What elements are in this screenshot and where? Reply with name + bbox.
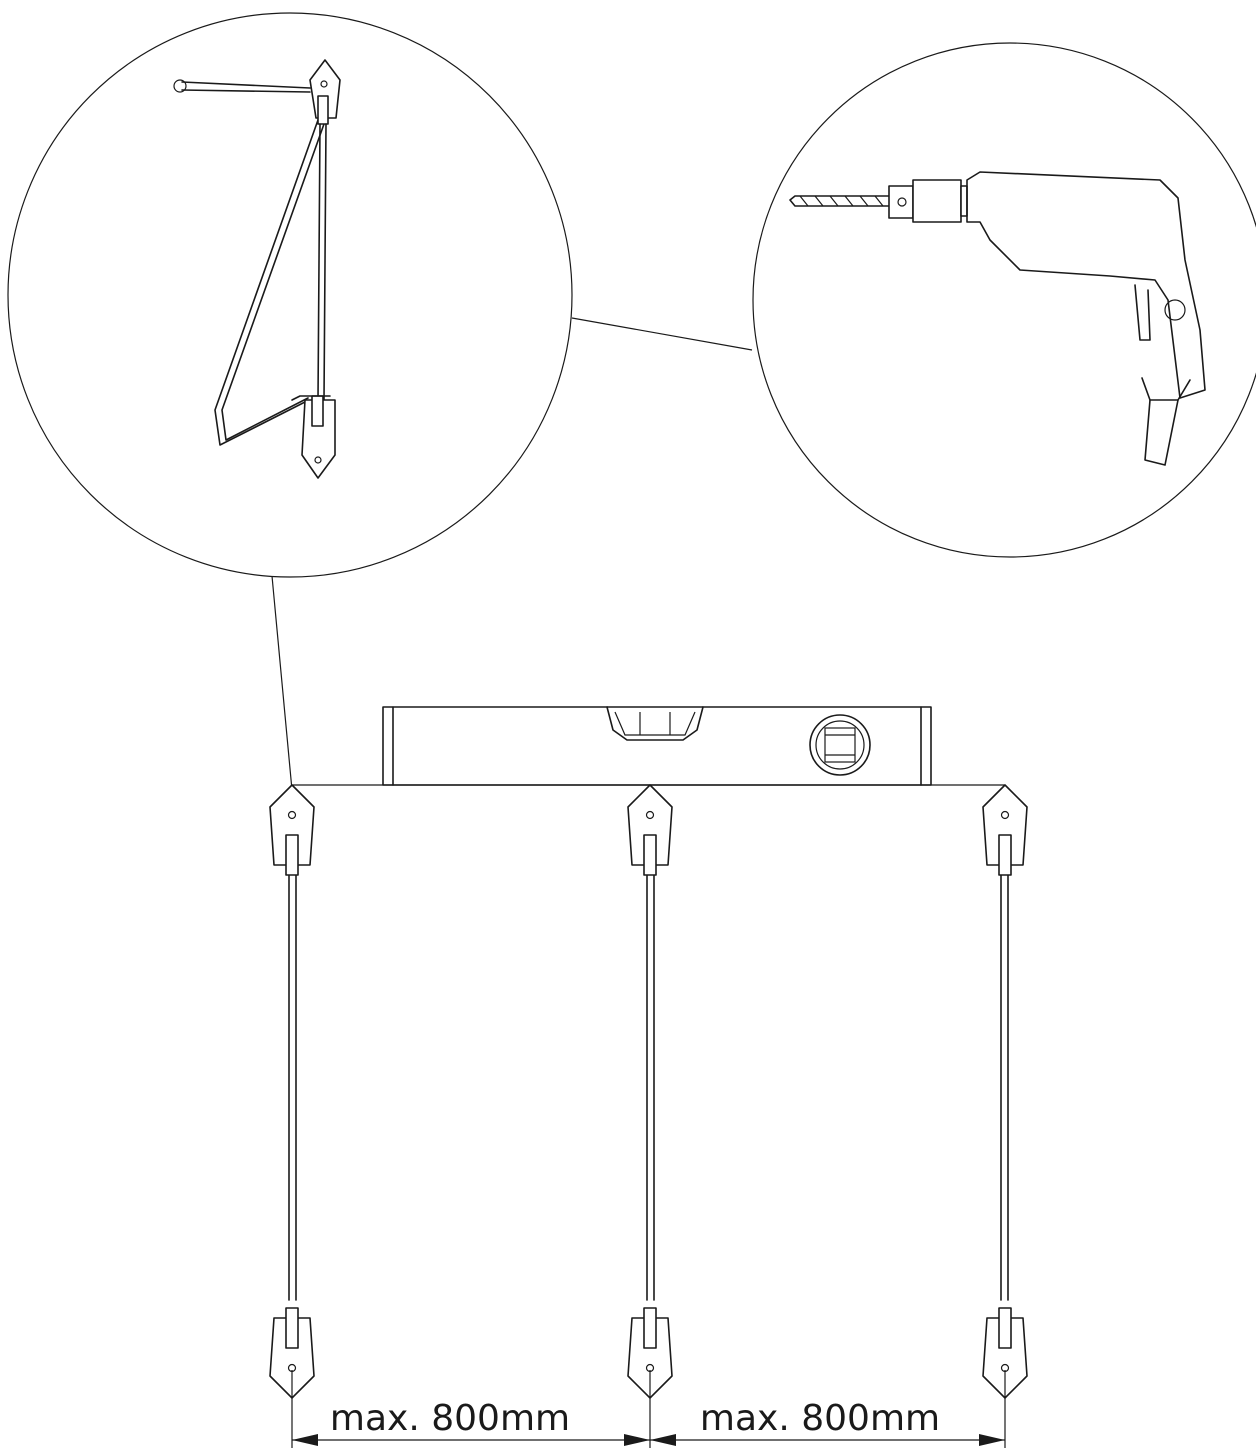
dimension-left: max. 800mm <box>292 1398 650 1446</box>
spirit-level <box>382 706 932 786</box>
dimension-right: max. 800mm <box>650 1398 1005 1446</box>
dimension-label-left: max. 800mm <box>330 1398 570 1439</box>
leader-line-bracket <box>271 575 293 791</box>
detail-circle-drill <box>752 42 1256 558</box>
leader-line-drill <box>571 317 753 351</box>
rail-left <box>269 784 315 1399</box>
rail-center <box>627 784 673 1399</box>
rail-right <box>982 784 1028 1399</box>
detail-circle-bracket <box>7 12 573 578</box>
dimension-label-right: max. 800mm <box>700 1398 940 1439</box>
